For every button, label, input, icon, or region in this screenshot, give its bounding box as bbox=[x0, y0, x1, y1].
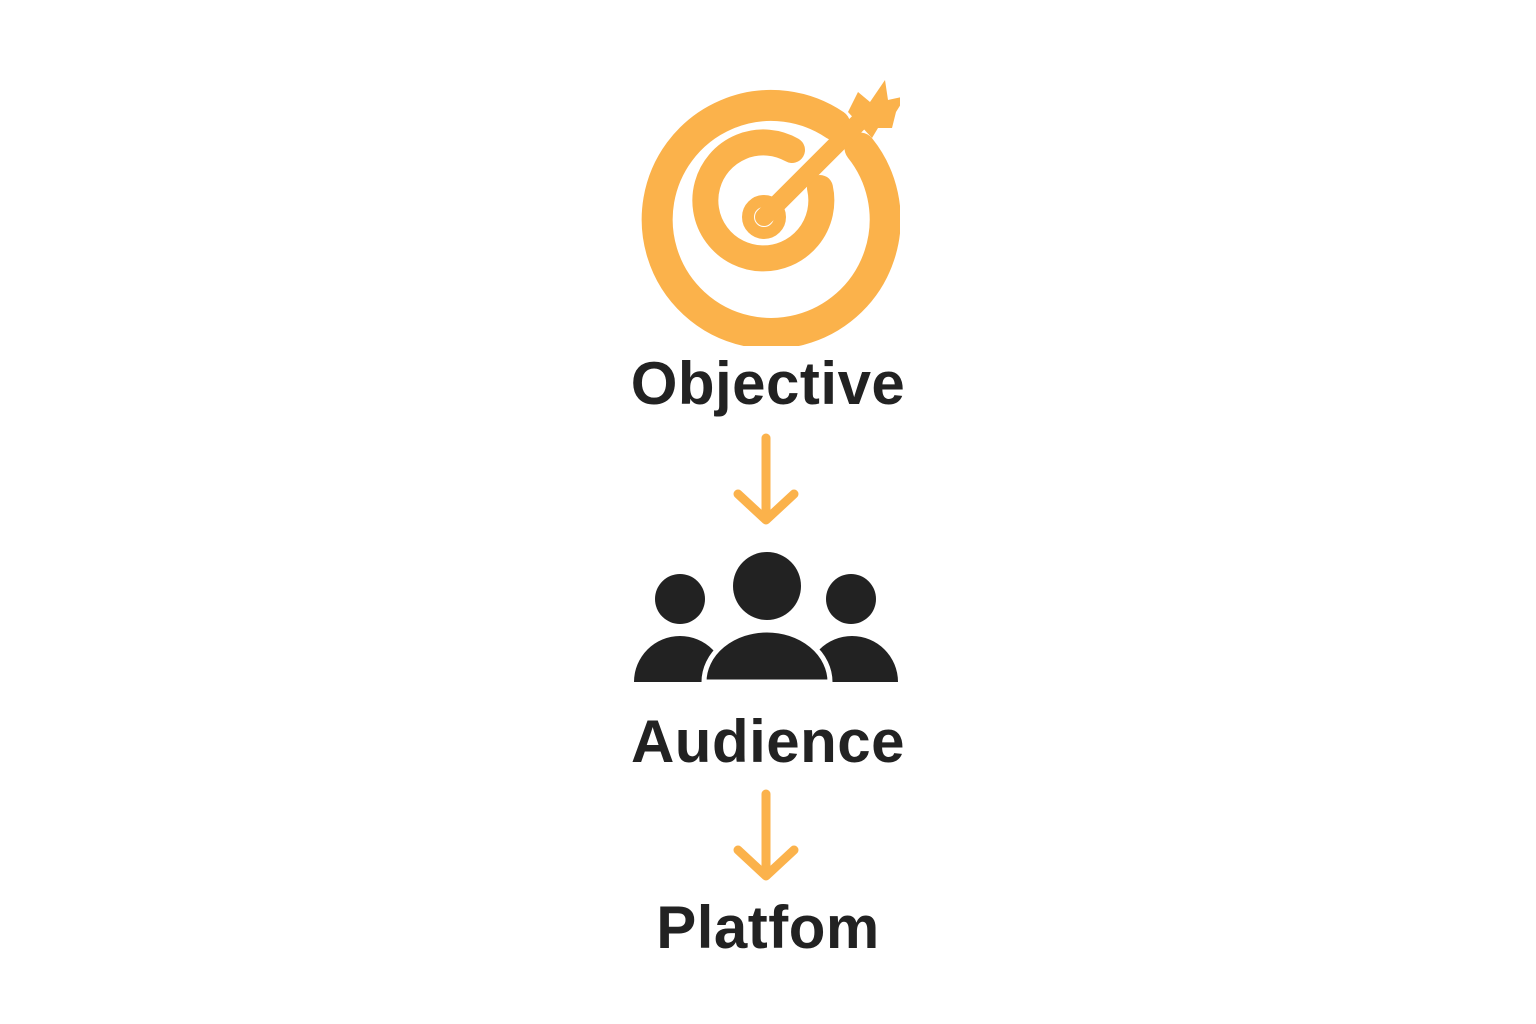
step-label-platform: Platfom bbox=[656, 894, 880, 961]
step-label-audience: Audience bbox=[630, 708, 906, 775]
arrow-down-icon bbox=[733, 789, 799, 881]
people-group-icon bbox=[634, 552, 898, 685]
target-arrow-icon bbox=[641, 80, 900, 346]
arrow-down-icon bbox=[733, 433, 799, 525]
step-label-objective: Objective bbox=[630, 350, 906, 417]
